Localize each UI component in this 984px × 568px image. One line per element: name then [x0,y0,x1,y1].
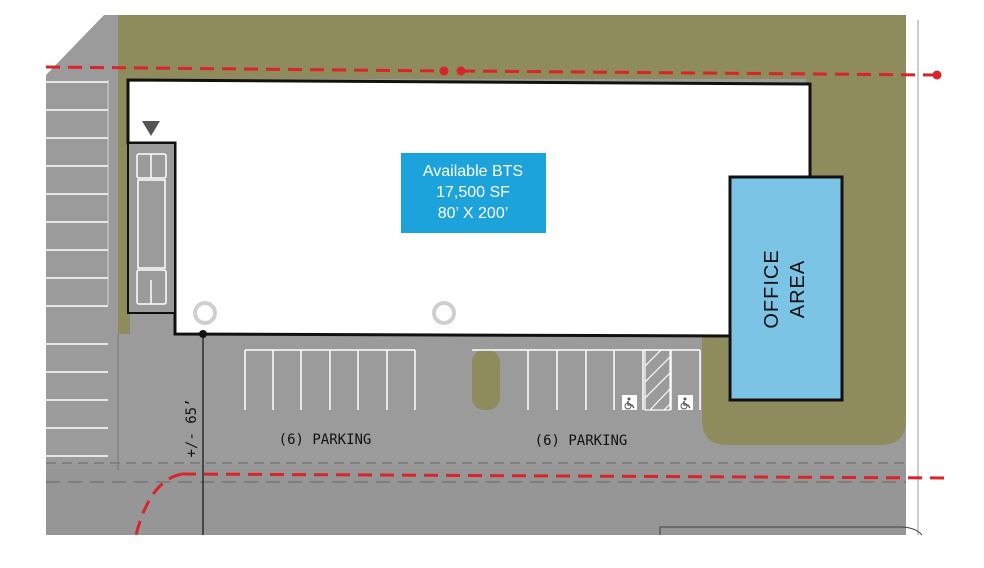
accessible-parking-icon [678,395,693,410]
truck-trailer-icon [136,153,167,305]
dimension-label: +/- 65’ [184,398,200,457]
left-parking-stripes [46,80,109,457]
office-label-line2: AREA [787,260,809,318]
callout-dimensions: 80’ X 200’ [438,205,509,222]
landscape-right [702,70,906,445]
dimension-point [199,330,207,338]
corner-cutoff [46,15,104,75]
parking-island [472,350,500,410]
loading-dock-arrow-icon [142,121,160,136]
property-marker [456,66,466,76]
property-marker [439,66,449,76]
tree-icon [432,301,456,325]
landscape-top [118,15,906,79]
callout-area: 17,500 SF [436,184,510,201]
tree-icon [193,301,217,325]
property-marker [932,70,942,80]
property-line [45,65,945,536]
front-parking-stripes-left [244,349,416,410]
accessible-parking-icon [622,395,637,410]
driveway-edge [659,526,923,536]
parking-label-right: (6) PARKING [535,433,628,449]
access-aisle [644,349,671,411]
callout-title: Available BTS [423,163,523,180]
adjacent-area [906,0,984,568]
parking-label-left: (6) PARKING [279,432,372,448]
office-area [728,175,844,402]
office-label-line1: OFFICE [761,249,783,328]
availability-callout [401,153,546,233]
